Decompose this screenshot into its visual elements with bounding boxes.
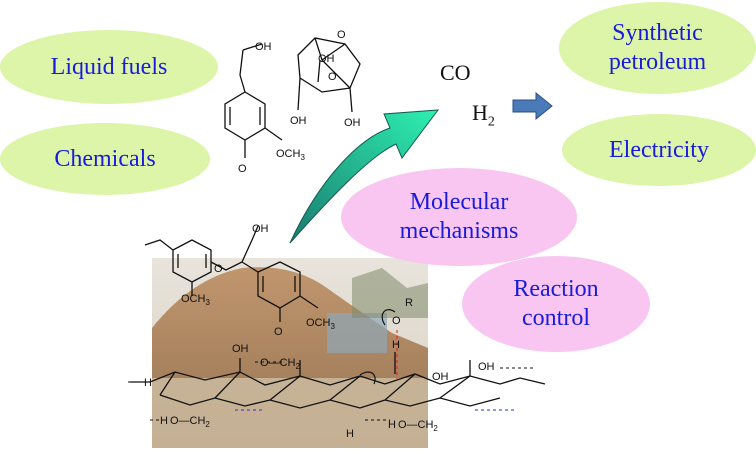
- levo-oh-left: OH: [290, 115, 307, 127]
- petroleum-label: petroleum: [608, 49, 707, 75]
- co-label: CO: [440, 60, 471, 85]
- h2-label: H2: [472, 100, 495, 130]
- electricity-label: Electricity: [609, 136, 709, 163]
- synthetic-label: Synthetic: [612, 20, 703, 47]
- upper-oh-label: OH: [255, 41, 272, 53]
- lower-oh-label: OH: [252, 223, 269, 235]
- levoglucosan: [297, 37, 361, 113]
- levo-oh-mid: OH: [318, 53, 335, 65]
- control-label: control: [522, 305, 590, 331]
- lower-ether-o: O: [214, 263, 223, 275]
- chemicals-label: Chemicals: [54, 145, 156, 172]
- liquid-fuels-label: Liquid fuels: [50, 53, 168, 80]
- levo-o-top: O: [337, 29, 346, 41]
- molecular-label: Molecular: [409, 189, 509, 216]
- r-h-label: H: [392, 339, 400, 351]
- reaction-label: Reaction: [513, 276, 599, 303]
- lower-ring: [172, 239, 212, 283]
- molecular-mechanisms-ellipse: Molecular mechanisms: [341, 168, 577, 266]
- levo-oh-right: OH: [344, 117, 361, 129]
- mechanisms-label: mechanisms: [399, 218, 519, 244]
- upper-chain: [239, 43, 263, 93]
- chain-h-label: H: [346, 428, 354, 440]
- r-o-label: O: [392, 315, 401, 327]
- chain-oh-1: OH: [232, 343, 249, 355]
- levo-o-mid: O: [328, 71, 337, 83]
- lower-ring-2: [257, 261, 301, 309]
- top-och2-label: O—CH2: [260, 357, 300, 371]
- r-group-label: R: [405, 297, 413, 309]
- lower-och3-label-1: OCH3: [181, 293, 210, 307]
- biomass-photo: [152, 258, 428, 448]
- electricity-ellipse: Electricity: [562, 114, 756, 186]
- reaction-control-ellipse: Reaction control: [462, 256, 650, 352]
- cellulose-chain: [130, 371, 546, 386]
- upper-ring: [224, 91, 266, 141]
- upper-och3-label: OCH3: [276, 148, 305, 162]
- lower-och3-label-2: OCH3: [306, 317, 335, 331]
- chain-oh-3: OH: [478, 361, 495, 373]
- lower-carbonyl-o: O: [274, 326, 283, 338]
- chemicals-ellipse: Chemicals: [0, 123, 210, 195]
- chain-h-left: H: [144, 377, 152, 389]
- chain-oh-2: OH: [432, 371, 449, 383]
- curved-arrow-icon: [289, 109, 440, 244]
- right-arrow-icon: [512, 92, 553, 120]
- liquid-fuels-ellipse: Liquid fuels: [0, 30, 218, 104]
- synthetic-petroleum-ellipse: Synthetic petroleum: [559, 2, 756, 94]
- upper-carbonyl-o: O: [238, 163, 247, 175]
